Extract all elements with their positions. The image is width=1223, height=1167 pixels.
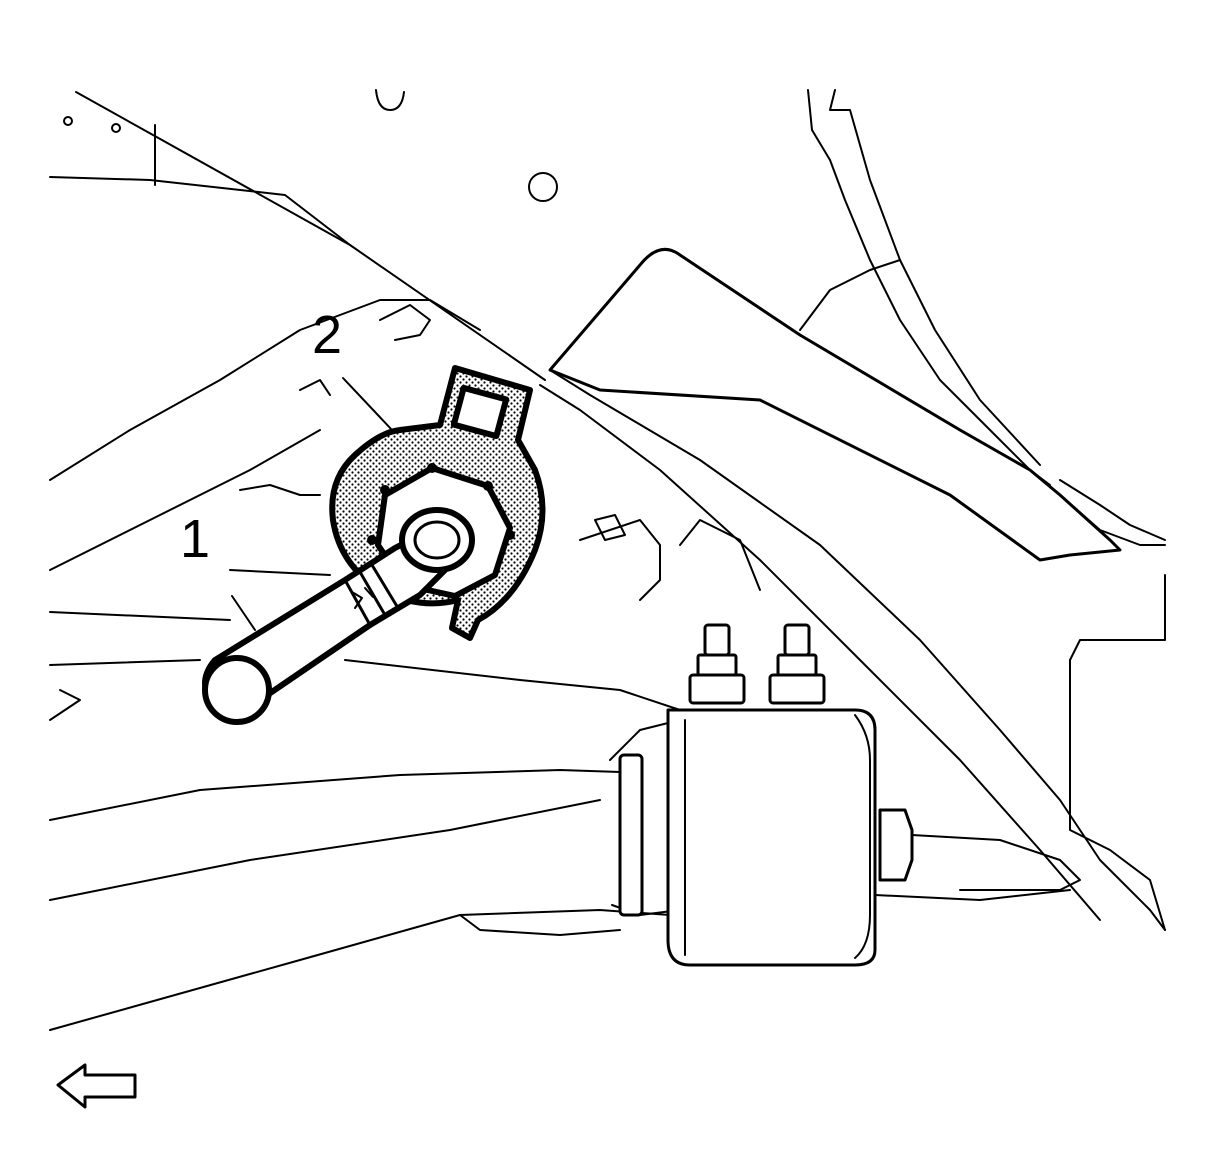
vehicle-frame-lines bbox=[49, 89, 761, 1031]
callout-2: 2 bbox=[312, 305, 343, 365]
callout-leaders bbox=[231, 377, 393, 631]
control-arm bbox=[609, 708, 1081, 967]
callout-1: 1 bbox=[180, 509, 211, 569]
wheel-housing bbox=[799, 89, 1166, 931]
bushing-studs bbox=[688, 623, 826, 705]
driver-tool bbox=[202, 507, 475, 725]
left-arrow-icon bbox=[56, 1063, 137, 1109]
mounting-plate bbox=[539, 247, 1166, 931]
